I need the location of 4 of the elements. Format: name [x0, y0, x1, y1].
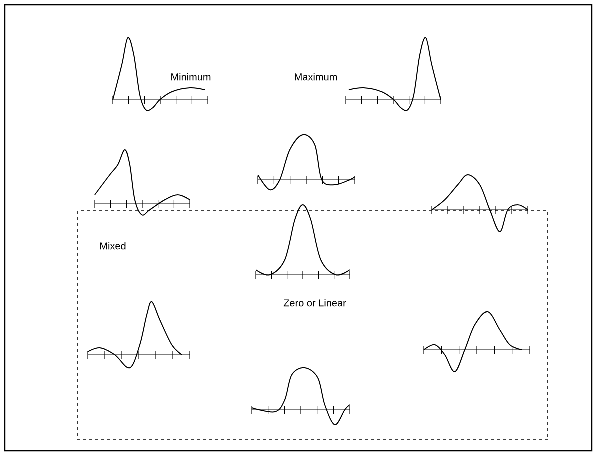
wavelet-label: Minimum	[172, 73, 211, 81]
wavelet-label: Maximum	[295, 73, 337, 81]
wavelet-label: Mixed	[100, 242, 126, 250]
wavelet-label: Zero or Linear	[284, 299, 346, 307]
